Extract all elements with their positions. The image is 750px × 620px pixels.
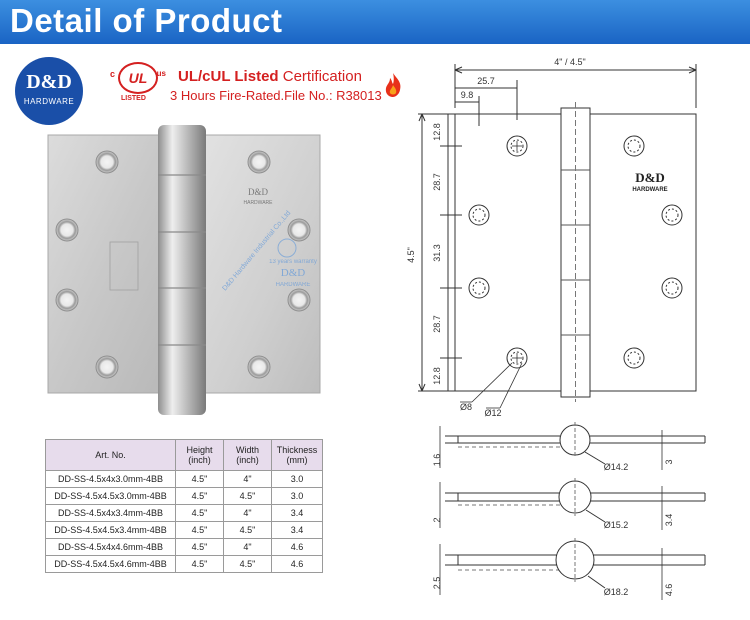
hinge-brand-stamp: D&D bbox=[248, 187, 269, 197]
section-1-right-label: 3 bbox=[664, 459, 674, 464]
table-cell: DD-SS-4.5x4.5x3.0mm-4BB bbox=[45, 487, 176, 505]
height-dimension-label: 4.5" bbox=[406, 247, 416, 263]
ul-mark-text: UL bbox=[128, 70, 148, 86]
certification-detail: 3 Hours Fire-Rated.File No.: R38013 bbox=[170, 88, 382, 103]
table-cell: 4.5" bbox=[223, 521, 272, 539]
logo-sub-text: HARDWARE bbox=[23, 97, 75, 106]
table-cell: DD-SS-4.5x4.5x3.4mm-4BB bbox=[45, 521, 176, 539]
table-row: DD-SS-4.5x4x4.6mm-4BB 4.5" 4" 4.6 bbox=[45, 538, 323, 556]
table-cell: DD-SS-4.5x4x3.0mm-4BB bbox=[45, 470, 176, 488]
technical-drawing: 4" / 4.5" 25.7 9.8 4.5" 12.8 28.7 31.3 2… bbox=[406, 57, 706, 600]
table-header-cell: Width (inch) bbox=[223, 439, 272, 471]
table-cell: 4.5" bbox=[175, 470, 224, 488]
table-cell: 4.5" bbox=[175, 521, 224, 539]
vertical-dim-label-5: 12.8 bbox=[432, 367, 442, 385]
certification-title-bold: UL/cUL Listed bbox=[178, 68, 279, 85]
hinge-ul-stamp bbox=[109, 241, 139, 291]
table-cell: 4.5" bbox=[175, 538, 224, 556]
table-cell: 4.5" bbox=[175, 504, 224, 522]
ul-c-text: c bbox=[110, 69, 116, 79]
brand-logo: D&D HARDWARE bbox=[15, 57, 83, 125]
section-3-left-label: 2.5 bbox=[432, 577, 442, 590]
ul-listed-text: LISTED bbox=[121, 95, 146, 102]
hole-large-diameter-label: Ø12 bbox=[484, 408, 501, 418]
page-title: Detail of Product bbox=[10, 2, 283, 39]
table-header-cell: Height (inch) bbox=[175, 439, 224, 471]
header-banner: Detail of Product bbox=[0, 0, 750, 44]
table-header-cell: Thickness (mm) bbox=[271, 439, 323, 471]
table-cell: 4.6 bbox=[271, 555, 323, 573]
spec-table: Art. No. Height (inch) Width (inch) Thic… bbox=[45, 439, 323, 573]
hinge-photo: D&D HARDWARE D&D Hardware Industrial Co.… bbox=[47, 125, 321, 415]
drawing-brand: D&D bbox=[635, 170, 665, 185]
table-cell: 4" bbox=[223, 470, 272, 488]
vertical-dim-label-2: 28.7 bbox=[432, 173, 442, 191]
hinge-brand-sub-stamp: HARDWARE bbox=[244, 200, 274, 206]
watermark-warranty-text: 13 years warranty bbox=[269, 259, 317, 265]
section-2-diameter-label: Ø15.2 bbox=[604, 520, 629, 530]
table-cell: DD-SS-4.5x4x3.4mm-4BB bbox=[45, 504, 176, 522]
table-row: DD-SS-4.5x4.5x4.6mm-4BB 4.5" 4.5" 4.6 bbox=[45, 555, 323, 573]
section-2-left-label: 2 bbox=[432, 517, 442, 522]
table-cell: DD-SS-4.5x4.5x4.6mm-4BB bbox=[45, 555, 176, 573]
table-cell: 3.0 bbox=[271, 487, 323, 505]
hole-offset-label-1: 25.7 bbox=[477, 76, 495, 86]
table-cell: 3.4 bbox=[271, 521, 323, 539]
section-2-right-label: 3.4 bbox=[664, 514, 674, 527]
table-cell: 4" bbox=[223, 538, 272, 556]
table-header-row: Art. No. Height (inch) Width (inch) Thic… bbox=[45, 439, 323, 471]
certification-title-rest: Certification bbox=[278, 68, 362, 85]
section-3-diameter-label: Ø18.2 bbox=[604, 587, 629, 597]
section-1-left-label: 1.6 bbox=[432, 454, 442, 467]
watermark-brand: D&D bbox=[281, 267, 306, 279]
table-cell: 4" bbox=[223, 504, 272, 522]
table-cell: 4.5" bbox=[223, 487, 272, 505]
table-row: DD-SS-4.5x4.5x3.0mm-4BB 4.5" 4.5" 3.0 bbox=[45, 487, 323, 505]
section-3-right-label: 4.6 bbox=[664, 584, 674, 597]
table-cell: 4.6 bbox=[271, 538, 323, 556]
ul-certification-mark: c UL us bbox=[110, 62, 166, 94]
width-dimension-label: 4" / 4.5" bbox=[554, 57, 585, 67]
hole-offset-label-2: 9.8 bbox=[461, 90, 474, 100]
drawing-brand-sub: HARDWARE bbox=[632, 187, 667, 193]
table-row: DD-SS-4.5x4x3.0mm-4BB 4.5" 4" 3.0 bbox=[45, 470, 323, 488]
hole-small-diameter-label: Ø8 bbox=[460, 402, 472, 412]
section-view-2 bbox=[439, 478, 706, 530]
table-cell: 4.5" bbox=[175, 487, 224, 505]
section-1-diameter-label: Ø14.2 bbox=[604, 462, 629, 472]
table-cell: 3.4 bbox=[271, 504, 323, 522]
vertical-dim-label-3: 31.3 bbox=[432, 244, 442, 262]
section-view-3 bbox=[439, 538, 706, 600]
table-cell: DD-SS-4.5x4x4.6mm-4BB bbox=[45, 538, 176, 556]
table-cell: 3.0 bbox=[271, 470, 323, 488]
certification-title: UL/cUL Listed Certification bbox=[178, 68, 362, 85]
table-cell: 4.5" bbox=[223, 555, 272, 573]
ul-us-text: us bbox=[156, 69, 166, 78]
vertical-dim-label-1: 12.8 bbox=[432, 123, 442, 141]
table-row: DD-SS-4.5x4x3.4mm-4BB 4.5" 4" 3.4 bbox=[45, 504, 323, 522]
logo-main-text: D&D bbox=[26, 71, 72, 93]
table-cell: 4.5" bbox=[175, 555, 224, 573]
flame-icon bbox=[385, 73, 401, 97]
watermark-badge bbox=[277, 238, 297, 258]
vertical-dim-label-4: 28.7 bbox=[432, 315, 442, 333]
section-view-1 bbox=[439, 422, 706, 470]
table-row: DD-SS-4.5x4.5x3.4mm-4BB 4.5" 4.5" 3.4 bbox=[45, 521, 323, 539]
table-header-cell: Art. No. bbox=[45, 439, 176, 471]
watermark-brand-sub: HARDWARE bbox=[276, 282, 311, 288]
